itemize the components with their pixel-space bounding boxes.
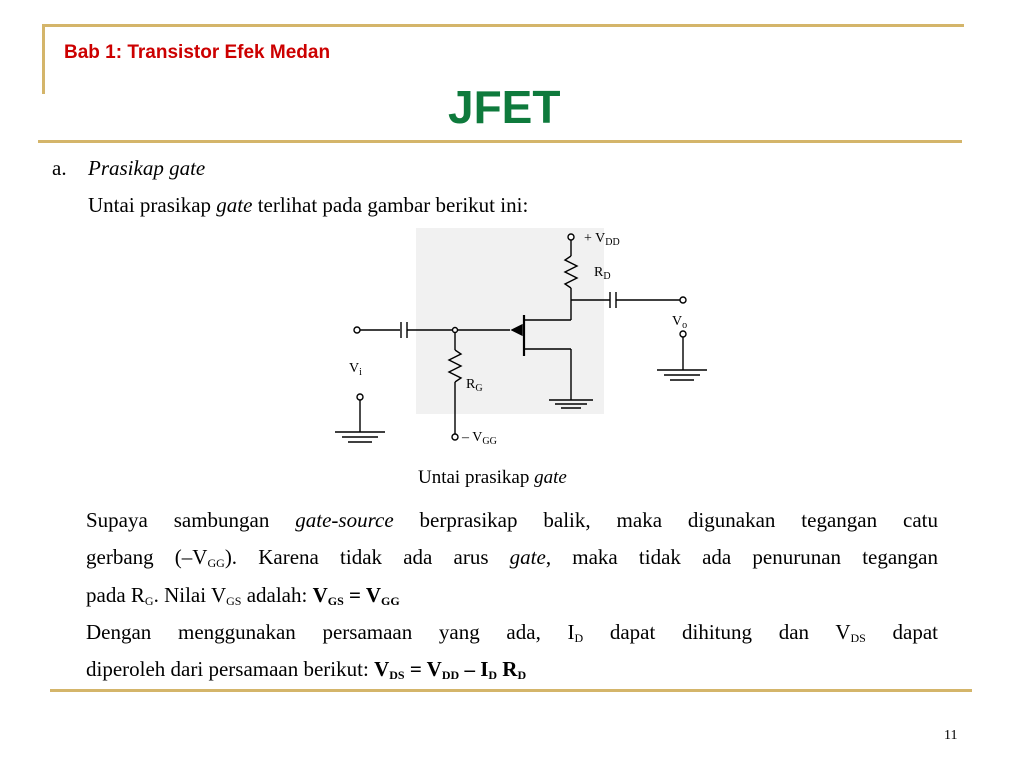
p2-l1-b: dapat dihitung dan V bbox=[583, 620, 851, 644]
vgg-terminal bbox=[451, 433, 459, 441]
vo-terminal bbox=[679, 330, 687, 338]
header-frame-top-line bbox=[42, 24, 964, 27]
intro-post: terlihat pada gambar berikut ini: bbox=[252, 193, 529, 217]
vi-label: Vi bbox=[349, 361, 362, 378]
section-intro: Untai prasikap gate terlihat pada gambar… bbox=[88, 193, 528, 218]
header-divider-line bbox=[38, 140, 962, 143]
p1-l2-b: ). Karena tidak ada arus bbox=[224, 545, 510, 569]
paragraph1-line2: gerbang (–VGG). Karena tidak ada arus ga… bbox=[86, 545, 938, 571]
section-letter: a. bbox=[52, 156, 67, 180]
p1-l2-c: , maka tidak ada penurunan tegangan bbox=[545, 545, 938, 569]
page-number: 11 bbox=[944, 728, 958, 743]
intro-em: gate bbox=[216, 193, 253, 217]
p1-l2-a: gerbang (–V bbox=[86, 545, 208, 569]
figure-caption: Untai prasikap gate bbox=[418, 467, 567, 489]
rg-label: RG bbox=[466, 377, 483, 394]
vds-equation: VDS = VDD – ID RD bbox=[374, 657, 527, 682]
footer-divider-line bbox=[50, 689, 972, 692]
circuit-background bbox=[416, 228, 604, 414]
p1-l1-a: Supaya sambungan bbox=[86, 508, 296, 532]
vgs-equation: VGS = VGG bbox=[312, 583, 400, 608]
intro-pre: Untai prasikap bbox=[88, 193, 217, 217]
caption-em: gate bbox=[534, 467, 567, 488]
p1-l3-sub1: G bbox=[144, 594, 154, 608]
p1-l3-c: adalah: bbox=[241, 583, 313, 607]
p2-l2-a: diperoleh dari persamaan berikut: bbox=[86, 657, 375, 681]
caption-pre: Untai prasikap bbox=[418, 467, 535, 488]
p1-l2-em: gate bbox=[509, 545, 546, 569]
header-frame-vertical bbox=[42, 26, 45, 94]
chapter-label: Bab 1: Transistor Efek Medan bbox=[64, 42, 331, 63]
gate-node bbox=[451, 326, 459, 334]
p2-l1-sub1: D bbox=[574, 631, 584, 645]
p1-l3-b: . Nilai V bbox=[153, 583, 227, 607]
paragraph1-line3: pada RG. Nilai VGS adalah: VGS = VGG bbox=[86, 583, 400, 609]
p1-l3-sub2: GS bbox=[226, 594, 242, 608]
vgg-label: – VGG bbox=[461, 430, 497, 447]
section-heading: Prasikap gate bbox=[88, 156, 205, 181]
p1-l1-b: berprasikap balik, maka digunakan tegang… bbox=[393, 508, 938, 532]
input-terminal bbox=[353, 326, 361, 334]
paragraph2-line2: diperoleh dari persamaan berikut: VDS = … bbox=[86, 657, 526, 683]
p1-l1-em: gate-source bbox=[295, 508, 394, 532]
slide-title: JFET bbox=[448, 81, 561, 133]
p1-l3-a: pada R bbox=[86, 583, 145, 607]
gate-arrow bbox=[510, 323, 523, 337]
paragraph2-line1: Dengan menggunakan persamaan yang ada, I… bbox=[86, 620, 938, 646]
vdd-label: + VDD bbox=[584, 231, 620, 248]
p2-l1-sub2: DS bbox=[850, 631, 866, 645]
vdd-terminal bbox=[567, 233, 575, 241]
section-heading-text: Prasikap gate bbox=[88, 156, 206, 180]
rd-label: RD bbox=[594, 265, 611, 282]
output-terminal bbox=[679, 296, 687, 304]
p1-l2-sub: GG bbox=[207, 556, 225, 570]
p2-l1-c: dapat bbox=[865, 620, 939, 644]
rg-resistor bbox=[447, 349, 463, 383]
paragraph1-line1: Supaya sambungan gate-source berprasikap… bbox=[86, 508, 938, 533]
vi-terminal bbox=[356, 393, 364, 401]
vo-label: Vo bbox=[672, 314, 687, 331]
rd-resistor bbox=[563, 255, 579, 289]
p2-l1-a: Dengan menggunakan persamaan yang ada, I bbox=[86, 620, 575, 644]
